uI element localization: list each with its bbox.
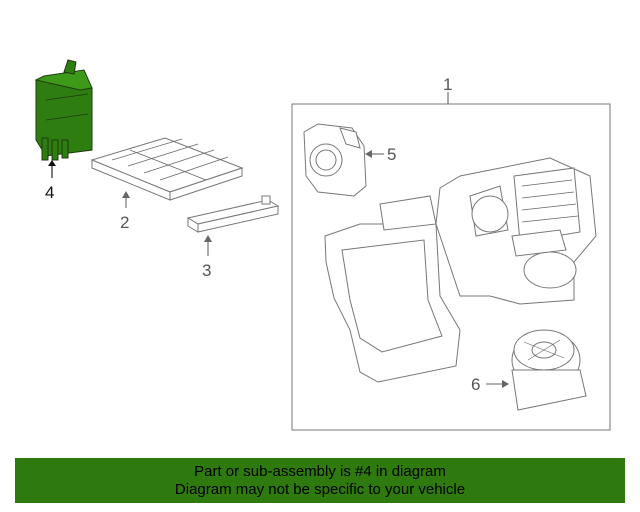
assembly-frame <box>291 103 611 431</box>
arrow-4 <box>48 160 56 166</box>
arrow-2 <box>122 191 130 198</box>
callout-1: 1 <box>443 75 452 94</box>
info-banner: Part or sub-assembly is #4 in diagram Di… <box>15 458 625 503</box>
banner-line-1: Part or sub-assembly is #4 in diagram <box>194 462 446 480</box>
callout-5: 5 <box>387 145 396 164</box>
callout-2: 2 <box>120 213 129 232</box>
part-4-control-module[interactable] <box>34 59 93 161</box>
part-3-bracket[interactable] <box>186 195 280 233</box>
arrow-5 <box>365 150 372 158</box>
part-6-blower-motor[interactable] <box>511 329 587 411</box>
callout-3: 3 <box>202 261 211 280</box>
part-5-actuator[interactable] <box>303 123 367 197</box>
arrow-6 <box>502 380 509 388</box>
callout-6: 6 <box>471 375 480 394</box>
arrow-3 <box>204 235 212 242</box>
part-2-filter[interactable] <box>90 137 244 201</box>
banner-line-2: Diagram may not be specific to your vehi… <box>174 480 466 498</box>
callout-4: 4 <box>45 183 54 202</box>
parts-diagram: 4 2 3 1 5 <box>34 59 611 431</box>
part-1-hvac-housing[interactable] <box>324 157 597 383</box>
